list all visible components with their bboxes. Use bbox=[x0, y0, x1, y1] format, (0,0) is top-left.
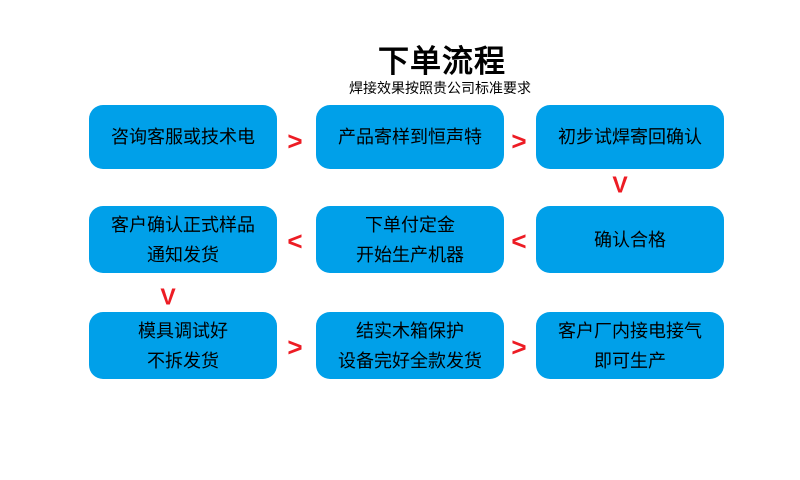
step-9-label-line2: 即可生产 bbox=[594, 350, 666, 371]
arrow-left-icon: < bbox=[287, 226, 303, 256]
step-6-confirm-sample-ship: 客户确认正式样品 通知发货 bbox=[89, 206, 277, 273]
arrow-right-icon: > bbox=[287, 126, 303, 156]
step-5-label-line2: 开始生产机器 bbox=[356, 244, 464, 265]
step-1-label: 咨询客服或技术电 bbox=[111, 127, 255, 147]
arrow-down-icon: V bbox=[612, 171, 628, 198]
step-2-send-sample: 产品寄样到恒声特 bbox=[316, 105, 504, 169]
arrow-left-icon: < bbox=[511, 226, 527, 256]
page-title: 下单流程 bbox=[378, 44, 506, 79]
step-8-label-line2: 设备完好全款发货 bbox=[338, 350, 482, 371]
step-7-label-line2: 不拆发货 bbox=[147, 350, 219, 371]
step-8-wooden-crate-full-payment: 结实木箱保护 设备完好全款发货 bbox=[316, 312, 504, 379]
step-8-label-line1: 结实木箱保护 bbox=[356, 320, 464, 341]
step-7-label-line1: 模具调试好 bbox=[138, 320, 228, 341]
step-9-label-line1: 客户厂内接电接气 bbox=[558, 320, 702, 341]
step-2-label: 产品寄样到恒声特 bbox=[338, 127, 482, 147]
arrow-right-icon: > bbox=[511, 332, 527, 362]
arrow-right-icon: > bbox=[287, 332, 303, 362]
step-7-mold-ready-ship: 模具调试好 不拆发货 bbox=[89, 312, 277, 379]
step-4-confirm-qualified: 确认合格 bbox=[536, 206, 724, 273]
step-5-order-deposit-production: 下单付定金 开始生产机器 bbox=[316, 206, 504, 273]
step-3-trial-weld-confirm: 初步试焊寄回确认 bbox=[536, 105, 724, 169]
step-6-label-line2: 通知发货 bbox=[147, 244, 219, 265]
arrow-right-icon: > bbox=[511, 126, 527, 156]
arrow-down-icon: V bbox=[160, 283, 176, 310]
step-3-label: 初步试焊寄回确认 bbox=[558, 127, 702, 147]
step-5-label-line1: 下单付定金 bbox=[365, 214, 455, 235]
page-subtitle: 焊接效果按照贵公司标准要求 bbox=[349, 80, 531, 96]
step-9-customer-hookup-production: 客户厂内接电接气 即可生产 bbox=[536, 312, 724, 379]
step-6-label-line1: 客户确认正式样品 bbox=[111, 214, 255, 235]
step-1-consult-service: 咨询客服或技术电 bbox=[89, 105, 277, 169]
step-4-label: 确认合格 bbox=[594, 229, 666, 250]
